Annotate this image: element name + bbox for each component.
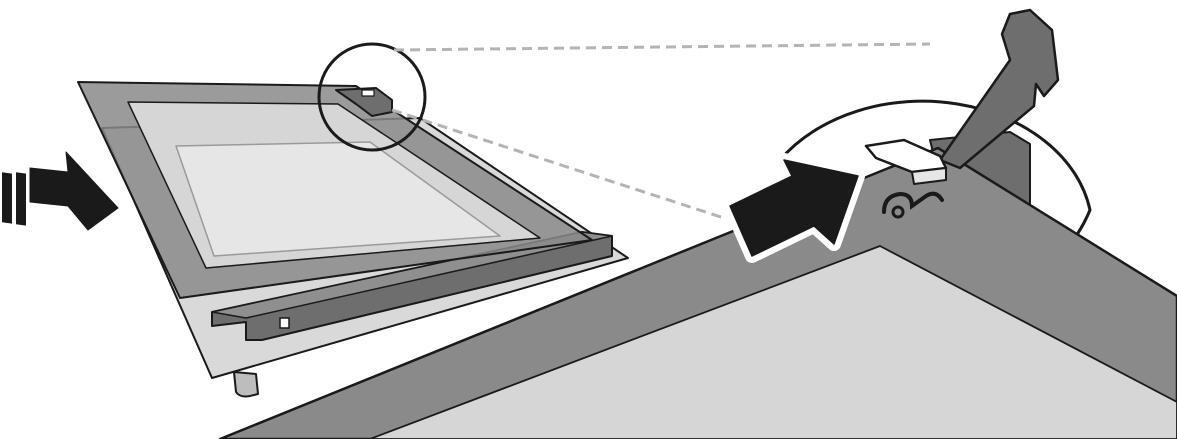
pane-embossed-mark bbox=[882, 191, 944, 214]
detail-leader-lines bbox=[391, 42, 931, 220]
clip-piece-side bbox=[911, 167, 947, 185]
magnifier-circle-icon bbox=[317, 42, 427, 152]
bar-slot bbox=[279, 317, 290, 329]
pane-embossed-dot bbox=[891, 205, 905, 219]
clip-hook-icon bbox=[938, 8, 1060, 170]
door-overview bbox=[77, 42, 629, 398]
top-corner-clip bbox=[335, 87, 393, 117]
push-arrow-detail-icon bbox=[723, 153, 865, 263]
clip-notch bbox=[361, 89, 375, 97]
door-foot bbox=[233, 371, 259, 398]
inner-glass-pane bbox=[175, 141, 501, 257]
detail-view bbox=[218, 8, 1177, 439]
glass-window-closeup bbox=[369, 245, 1177, 439]
push-arrow-icon bbox=[2, 151, 119, 231]
